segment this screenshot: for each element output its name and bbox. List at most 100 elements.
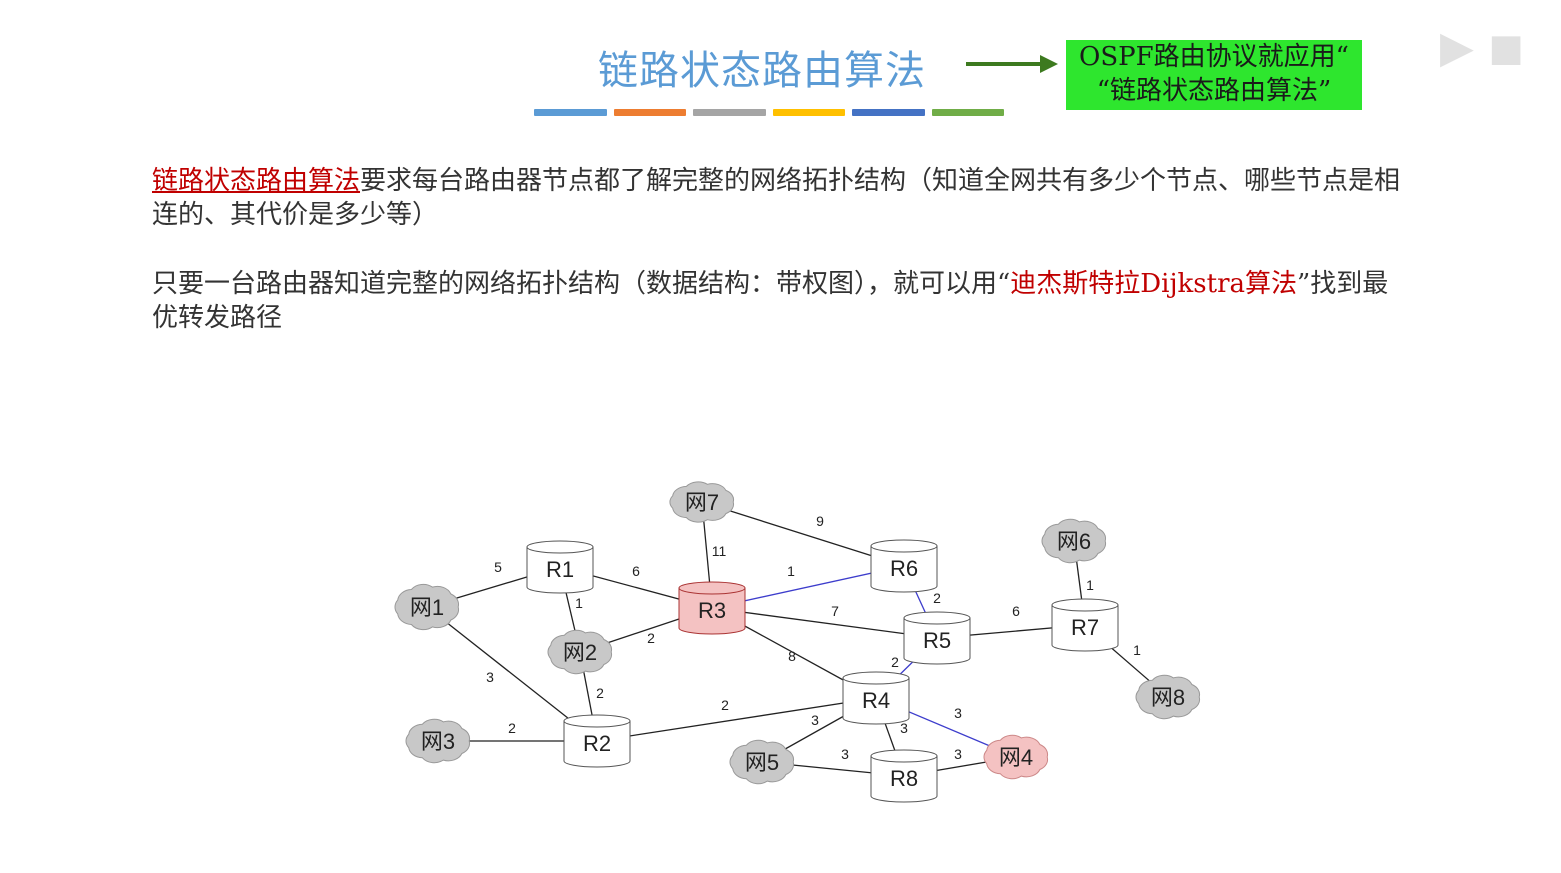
node-label-r7: R7 [1071,615,1099,640]
edge-cost-r5-r7: 6 [1012,603,1020,619]
underline-bar-5 [852,109,925,116]
node-label-n1: 网1 [410,595,444,620]
network-n1: 网1 [394,583,460,631]
router-body [563,721,631,768]
node-label-r1: R1 [546,557,574,582]
router-top [842,671,910,685]
router-body [1051,605,1119,652]
edge-cost-n6-r7: 1 [1086,577,1094,593]
edge-cost-r3-r6: 1 [787,563,795,579]
edge-cost-r5-r4: 2 [891,654,899,670]
node-label-r2: R2 [583,731,611,756]
watermark-logo: ▶ ◼ [1440,22,1525,73]
edge-cost-r6-r5: 2 [933,590,941,606]
router-top [1051,598,1119,612]
edge-cost-r3-r5: 7 [831,603,839,619]
network-n2: 网2 [547,629,613,675]
edge-cost-n3-r2: 2 [508,720,516,736]
router-r3: R3 [678,581,746,635]
router-body [526,547,594,594]
router-top [903,611,971,625]
cloud-icon [729,739,795,785]
cloud-icon [1041,518,1107,564]
router-top [870,539,938,553]
router-body [903,618,971,665]
router-r2: R2 [563,714,631,768]
dijkstra-term: 迪杰斯特拉Dijkstra算法 [1010,269,1297,299]
router-r1: R1 [526,540,594,594]
slide-title: 链路状态路由算法 [598,48,926,94]
node-label-n7: 网7 [685,490,719,515]
router-r4: R4 [842,671,910,725]
router-r5: R5 [903,611,971,665]
edge-r3-r5 [711,607,938,639]
router-r8: R8 [870,749,938,803]
edge-cost-n2-r3: 2 [647,630,655,646]
edge-cost-r4-n5: 3 [811,712,819,728]
paragraph1-text: 要求每台路由器节点都了解完整的网络拓扑结构（知道全网共有多少个节点、哪些节点是相… [152,166,1401,230]
edge-n7-r6 [701,501,905,567]
edge-cost-r7-n8: 1 [1133,642,1141,658]
cloud-icon [1135,674,1201,720]
node-label-n2: 网2 [563,640,597,665]
router-body [870,546,938,593]
edge-cost-r2-r4: 2 [721,697,729,713]
edge-cost-r4-n4: 3 [954,705,962,721]
paragraph-dijkstra: 只要一台路由器知道完整的网络拓扑结构（数据结构：带权图），就可以用“迪杰斯特拉D… [152,267,1402,335]
router-body [842,678,910,725]
right-arrow-icon [966,55,1058,73]
cloud-icon [669,481,735,523]
ospf-note-line2: “链路状态路由算法” [1096,76,1332,106]
ospf-note-line1: OSPF路由协议就应用“ [1079,42,1349,72]
node-label-n8: 网8 [1151,685,1185,710]
router-top [526,540,594,554]
node-label-r8: R8 [890,766,918,791]
node-label-n3: 网3 [421,729,455,754]
node-label-r4: R4 [862,688,890,713]
node-label-r6: R6 [890,556,918,581]
router-r6: R6 [870,539,938,593]
node-label-n4: 网4 [999,745,1033,770]
edge-cost-n2-r2: 2 [596,685,604,701]
underline-bar-2 [613,109,686,116]
node-label-n5: 网5 [745,750,779,775]
network-n8: 网8 [1135,674,1201,720]
edge-cost-r4-r8: 3 [900,720,908,736]
cloud-icon [983,734,1049,780]
node-label-n6: 网6 [1057,529,1091,554]
router-top [678,581,746,595]
edge-cost-n7-r3: 11 [712,543,727,559]
router-body [678,588,746,635]
network-n3: 网3 [405,718,471,764]
router-r7: R7 [1051,598,1119,652]
router-top [563,714,631,728]
edge-cost-n1-r2: 3 [486,669,494,685]
underline-bar-6 [931,109,1004,116]
network-n4: 网4 [983,734,1049,780]
paragraph2-after: ”找到最优转发路径 [152,269,1389,333]
node-label-r3: R3 [698,598,726,623]
edge-r2-r4 [596,697,877,742]
network-n5: 网5 [729,739,795,785]
edge-cost-r1-r3: 6 [632,563,640,579]
paragraph-link-state: 链路状态路由算法要求每台路由器节点都了解完整的网络拓扑结构（知道全网共有多少个节… [152,164,1402,232]
title-underline [534,109,1004,116]
node-label-r5: R5 [923,628,951,653]
underline-bar-4 [772,109,845,116]
cloud-icon [394,583,460,631]
link-state-term: 链路状态路由算法 [152,166,361,196]
cloud-icon [405,718,471,764]
network-n7: 网7 [669,481,735,523]
edge-cost-r3-r4: 8 [788,648,796,664]
underline-bar-3 [693,109,766,116]
paragraph2-before: 只要一台路由器知道完整的网络拓扑结构（数据结构：带权图），就可以用“ [152,269,1011,299]
edge-cost-n5-r8: 3 [841,746,849,762]
network-n6: 网6 [1041,518,1107,564]
router-top [870,749,938,763]
edge-cost-r1-n2: 1 [575,595,583,611]
router-body [870,756,938,803]
ospf-note-box: OSPF路由协议就应用“ “链路状态路由算法” [1066,40,1362,110]
edge-cost-r8-n4: 3 [954,746,962,762]
underline-bar-1 [534,109,607,116]
